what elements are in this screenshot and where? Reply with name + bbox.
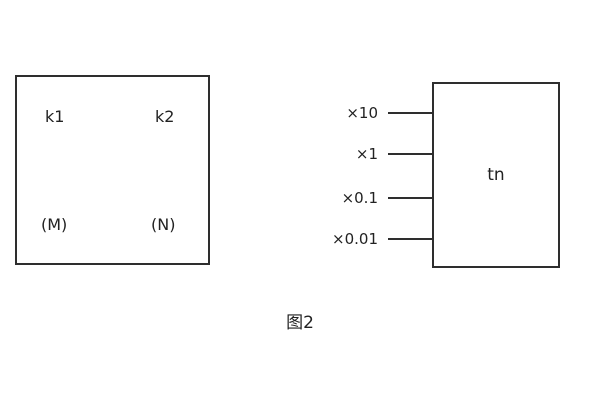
multiplier-row-x10: ×10 [300, 102, 432, 124]
contacts-box: k1 k2 (M) (N) [15, 75, 210, 265]
multiplier-row-x0-1: ×0.1 [300, 187, 432, 209]
lead-line [388, 112, 432, 114]
multiplier-row-x1: ×1 [300, 143, 432, 165]
label-k1: k1 [45, 107, 65, 126]
figure-caption: 图2 [286, 313, 314, 333]
lead-line [388, 238, 432, 240]
lead-line [388, 197, 432, 199]
label-n: (N) [151, 215, 176, 234]
multiplier-label-x1: ×1 [355, 145, 378, 163]
label-m: (M) [41, 215, 68, 234]
label-k2: k2 [155, 107, 175, 126]
multiplier-label-x10: ×10 [346, 104, 378, 122]
multiplier-row-x0-01: ×0.01 [300, 228, 432, 250]
multiplier-label-x0-01: ×0.01 [332, 230, 378, 248]
lead-line [388, 153, 432, 155]
tn-box: tn [432, 82, 560, 268]
label-tn: tn [487, 165, 505, 185]
multiplier-label-x0-1: ×0.1 [341, 189, 378, 207]
